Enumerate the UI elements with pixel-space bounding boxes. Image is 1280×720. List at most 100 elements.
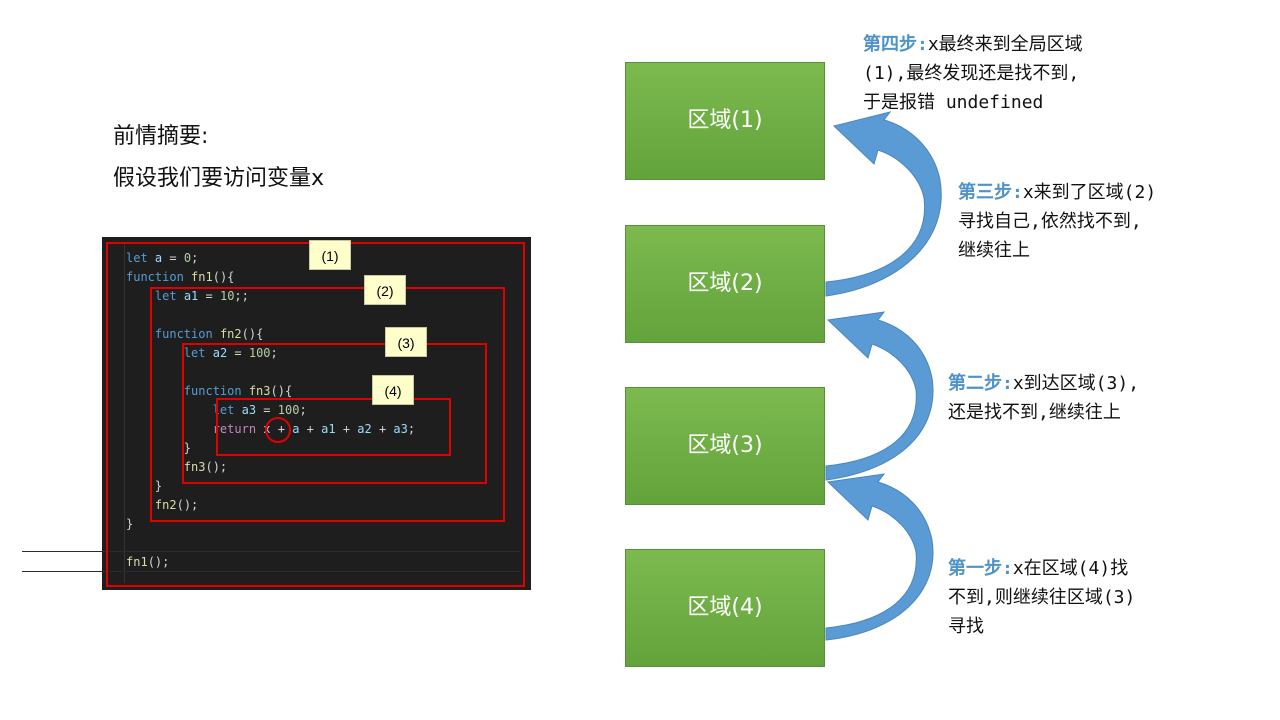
step-1-text-line1: x在区域(4)找 <box>1012 558 1129 579</box>
code-token: = <box>162 251 184 265</box>
code-token: (); <box>176 498 199 512</box>
variable-x-highlight-circle <box>265 417 291 443</box>
code-token: 0 <box>183 251 192 265</box>
code-token: (); <box>147 555 170 569</box>
code-token: fn1 <box>126 555 148 569</box>
scope-1-tag: (1) <box>309 240 351 270</box>
step-3-text-line3: 继续往上 <box>958 240 1030 261</box>
step-4-text-line3: 于是报错 undefined <box>863 92 1044 113</box>
code-token: fn1 <box>191 270 213 284</box>
step-2-text-line2: 还是找不到,继续往上 <box>948 402 1121 423</box>
code-token: a3 <box>241 403 257 417</box>
step-4-label: 第四步: <box>863 34 928 55</box>
code-token: a <box>154 251 163 265</box>
code-line: function fn3(){ <box>126 382 292 401</box>
code-token: 100 <box>248 346 271 360</box>
code-token: (){ <box>212 270 235 284</box>
curved-arrow-3-to-2 <box>825 311 934 481</box>
code-line: let a3 = 100; <box>126 401 307 420</box>
code-token: function <box>183 384 242 398</box>
step-1-text-line2: 不到,则继续往区域(3) <box>948 587 1136 608</box>
code-line: function fn2(){ <box>126 325 263 344</box>
code-token: let <box>126 251 148 265</box>
code-token: ; <box>299 403 307 417</box>
scope-2-box <box>150 287 505 522</box>
code-token: ; <box>407 422 416 436</box>
region-4-box: 区域(4) <box>625 549 825 667</box>
step-3-text-line1: x来到了区域(2) <box>1022 182 1157 203</box>
curved-arrow-2-to-1 <box>825 111 942 297</box>
code-line: let a = 0; <box>126 249 198 268</box>
code-token: = <box>256 403 278 417</box>
scope-2-tag: (2) <box>364 275 406 305</box>
code-token: ;; <box>234 289 249 303</box>
code-token: a <box>292 422 300 436</box>
code-token: + <box>299 422 322 436</box>
code-token: ; <box>270 346 278 360</box>
code-token: let <box>212 403 235 417</box>
scope-4-box <box>216 398 451 456</box>
current-line-highlight <box>22 551 520 572</box>
code-token: a2 <box>357 422 372 436</box>
code-token: + <box>335 422 358 436</box>
code-token: a2 <box>212 346 228 360</box>
code-token: + <box>371 422 394 436</box>
step-2-text-line1: x到达区域(3), <box>1012 373 1140 394</box>
code-line: } <box>126 477 162 496</box>
code-editor-panel <box>102 237 531 590</box>
code-token: (); <box>205 460 228 474</box>
code-token: return <box>212 422 257 436</box>
code-token: (){ <box>270 384 293 398</box>
code-token: a3 <box>393 422 408 436</box>
code-token: 100 <box>277 403 300 417</box>
code-token: function <box>126 270 184 284</box>
step-4-text-line2: (1),最终发现还是找不到, <box>863 63 1080 84</box>
step-3-text-line2: 寻找自己,依然找不到, <box>958 211 1142 232</box>
code-token: ; <box>191 251 199 265</box>
code-line: fn3(); <box>126 458 227 477</box>
curved-arrow-4-to-3 <box>825 473 934 641</box>
summary-title: 前情摘要: <box>113 124 209 149</box>
code-token: let <box>154 289 177 303</box>
step-1-description: 第一步:x在区域(4)找 不到,则继续往区域(3) 寻找 <box>948 554 1135 641</box>
region-2-box: 区域(2) <box>625 225 825 343</box>
code-token: a1 <box>183 289 199 303</box>
code-line: let a1 = 10;; <box>126 287 249 306</box>
step-4-description: 第四步:x最终来到全局区域 (1),最终发现还是找不到, 于是报错 undefi… <box>863 30 1083 117</box>
code-token: fn2 <box>154 498 177 512</box>
step-2-label: 第二步: <box>948 373 1013 394</box>
code-line: } <box>126 439 191 458</box>
code-token: fn3 <box>183 460 206 474</box>
region-3-box: 区域(3) <box>625 387 825 505</box>
scope-3-tag: (3) <box>385 327 427 357</box>
code-token: function <box>154 327 213 341</box>
code-token: = <box>198 289 220 303</box>
scope-4-tag: (4) <box>372 375 414 405</box>
region-1-box: 区域(1) <box>625 62 825 180</box>
step-1-label: 第一步: <box>948 558 1013 579</box>
code-line: function fn1(){ <box>126 268 234 287</box>
code-line: let a2 = 100; <box>126 344 278 363</box>
editor-gutter-line <box>124 243 125 583</box>
scope-3-box <box>182 343 487 484</box>
code-token: } <box>126 441 192 455</box>
code-line: } <box>126 515 133 534</box>
code-token: } <box>126 479 163 493</box>
code-token: 10 <box>219 289 235 303</box>
step-3-description: 第三步:x来到了区域(2) 寻找自己,依然找不到, 继续往上 <box>958 178 1156 265</box>
code-token: (){ <box>241 327 264 341</box>
code-token: a1 <box>321 422 336 436</box>
code-token: fn3 <box>248 384 271 398</box>
code-line: fn1(); <box>126 553 169 572</box>
step-1-text-line3: 寻找 <box>948 616 984 637</box>
step-2-description: 第二步:x到达区域(3), 还是找不到,继续往上 <box>948 369 1139 427</box>
code-line: fn2(); <box>126 496 198 515</box>
summary-description: 假设我们要访问变量x <box>113 166 325 191</box>
code-token: let <box>183 346 206 360</box>
code-token: = <box>227 346 249 360</box>
code-token: fn2 <box>219 327 242 341</box>
step-3-label: 第三步: <box>958 182 1023 203</box>
step-4-text-line1: x最终来到全局区域 <box>927 34 1083 55</box>
code-token: } <box>126 517 134 531</box>
